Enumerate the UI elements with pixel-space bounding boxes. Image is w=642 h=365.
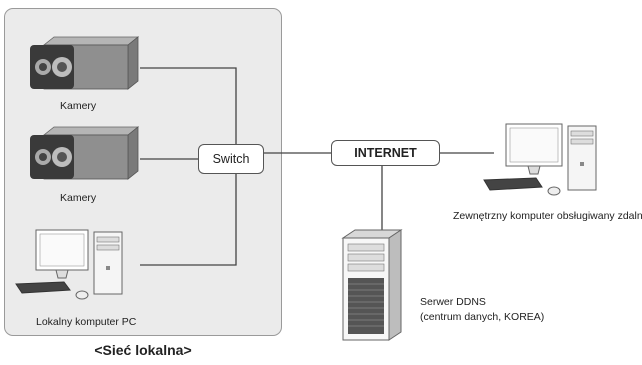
internet-node: INTERNET xyxy=(331,140,440,166)
local-pc-link xyxy=(140,174,237,266)
camera-icon xyxy=(30,126,140,180)
local-pc-label: Lokalny komputer PC xyxy=(36,316,137,328)
remote-pc-label: Zewnętrzny komputer obsługiwany zdalnie xyxy=(453,210,642,222)
ddns-server-location-label: (centrum danych, KOREA) xyxy=(420,311,545,323)
desktop-computer-icon xyxy=(15,229,123,300)
ddns-server-label: Serwer DDNS xyxy=(420,296,486,308)
local-network-caption: <Sieć lokalna> xyxy=(94,342,192,358)
camera-2-label: Kamery xyxy=(60,192,97,204)
switch-node: Switch xyxy=(198,144,264,174)
camera-1-link xyxy=(140,67,237,144)
desktop-computer-icon xyxy=(483,123,597,196)
server-icon xyxy=(341,229,403,341)
camera-1-label: Kamery xyxy=(60,100,97,112)
camera-icon xyxy=(30,36,140,90)
